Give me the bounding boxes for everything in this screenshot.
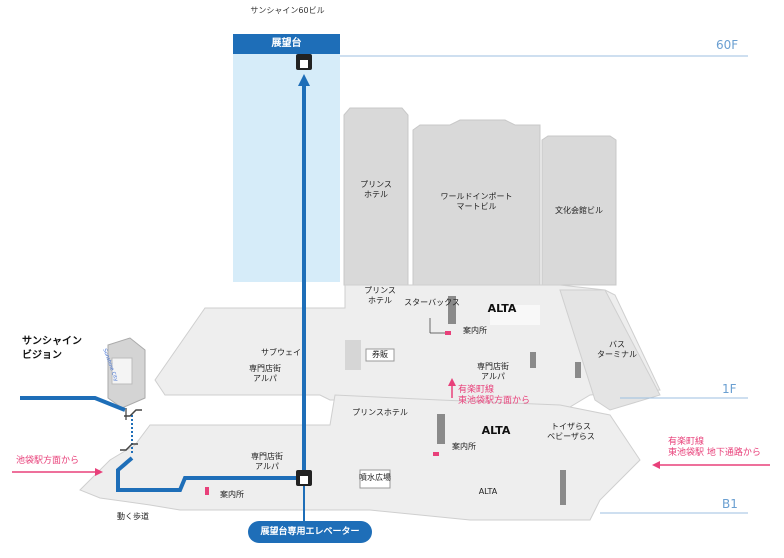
bus-terminal-label: バス ターミナル	[597, 340, 637, 359]
alta-b1-label: ALTA	[481, 424, 511, 437]
floor-label-60f: 60F	[716, 38, 739, 52]
fountain-label: 噴水広場	[359, 473, 391, 482]
route-line-b1	[116, 456, 302, 492]
floor-b1-plate	[79, 394, 641, 521]
info-b1-alpa-label: 案内所	[220, 490, 244, 499]
arrow-up-icon	[298, 74, 310, 86]
alpa-1f-right-label: 専門店街 アルパ	[477, 362, 509, 381]
elevator-icon-b1	[296, 470, 312, 486]
from-ikebukuro-label: 池袋駅方面から	[16, 456, 80, 466]
info-b1-label: 案内所	[452, 442, 476, 451]
tickets-label: 券販	[372, 350, 388, 359]
moving-walkway-label: 動く歩道	[117, 512, 149, 521]
sunshine-vision-label: サンシャイン ビジョン	[22, 336, 82, 361]
background-buildings	[343, 107, 617, 286]
alta-1f-label: ALTA	[487, 302, 517, 315]
subway-label: サブウェイ	[261, 348, 301, 357]
floor-label-b1: B1	[722, 497, 738, 511]
arrow-left-icon	[652, 461, 770, 469]
info-marker-icon	[445, 331, 451, 335]
from-yurakucho-1f-label: 有楽町線 東池袋駅方面から	[458, 385, 531, 407]
alta-b1-second-label: ALTA	[478, 487, 498, 496]
building-caption: サンシャイン60ビル	[250, 6, 325, 15]
prince-hotel-label: プリンス ホテル	[360, 180, 392, 199]
prince-hotel-building	[343, 107, 409, 286]
starbucks-label: スターバックス	[404, 298, 460, 307]
elevator-icon	[296, 54, 312, 70]
info-marker-b1-icon	[433, 452, 439, 456]
info-1f-label: 案内所	[463, 326, 487, 335]
arrow-up-pink-icon	[448, 378, 456, 398]
observatory-elevator-pill: 展望台専用エレベーター	[248, 521, 372, 543]
alpa-1f-left-label: 専門店街 アルパ	[249, 364, 281, 383]
info-marker-b1-alpa-icon	[205, 487, 209, 495]
world-import-label: ワールドインポート マートビル	[440, 192, 513, 211]
floor-1f-plate	[154, 284, 661, 411]
observatory-label: 展望台	[233, 34, 340, 54]
route-line-top	[20, 396, 126, 412]
prince-hotel-b1-label: プリンスホテル	[352, 408, 408, 417]
alpa-b1-label: 専門店街 アルパ	[251, 452, 283, 471]
from-east-ikebukuro-label: 有楽町線 東池袋駅 地下通路から	[668, 437, 761, 459]
escalator-icon	[120, 409, 142, 451]
prince-hotel-1f-label: プリンス ホテル	[364, 286, 396, 305]
toys-label: トイザらス ベビーザらス	[547, 422, 595, 441]
arrow-right-icon	[12, 468, 103, 476]
sunshine-vision-screen	[107, 337, 146, 420]
floor-label-1f: 1F	[722, 382, 737, 396]
bunka-kaikan-label: 文化会館ビル	[555, 206, 603, 215]
observatory-shaft	[233, 54, 340, 282]
